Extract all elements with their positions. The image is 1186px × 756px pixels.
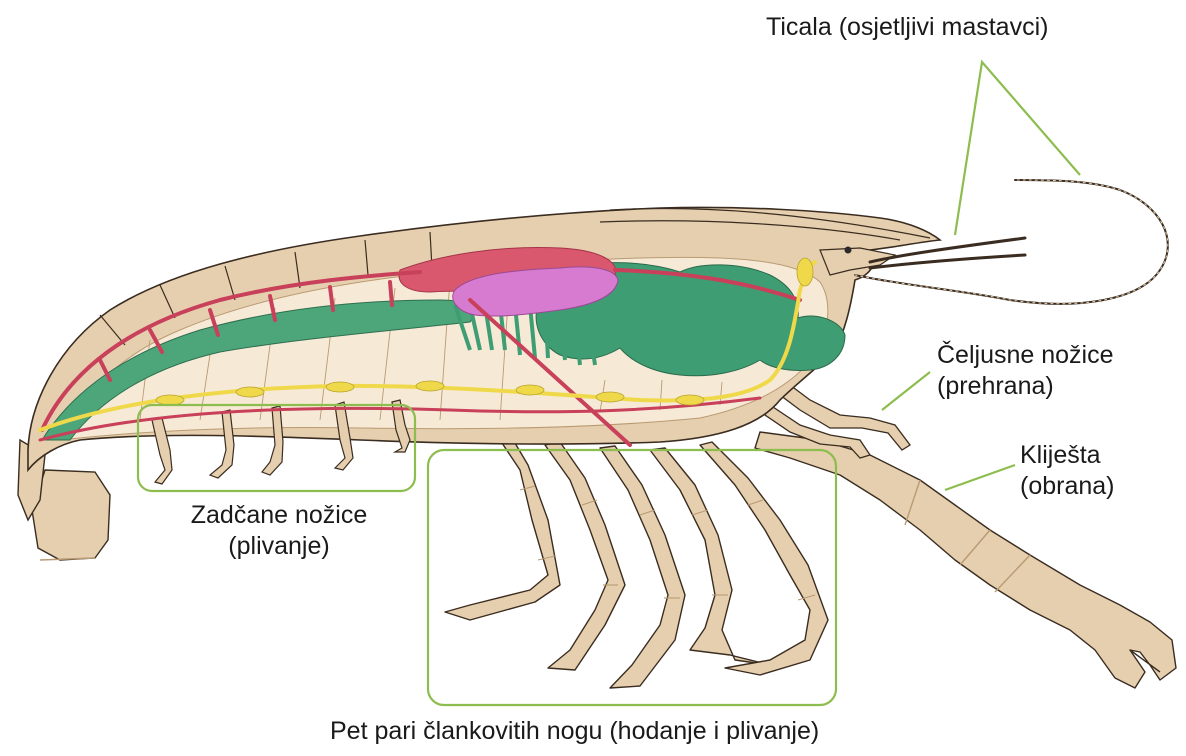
label-antennae-text: Ticala (osjetljivi mastavci): [766, 12, 1048, 43]
antennae-pointer: [955, 62, 1080, 235]
label-walking-legs: Pet pari člankovitih nogu (hodanje i pli…: [330, 716, 819, 747]
label-maxillipeds-line1: Čeljusne nožice: [937, 340, 1114, 371]
maxilliped-pointer: [882, 372, 930, 410]
label-antennae: Ticala (osjetljivi mastavci): [766, 12, 1048, 43]
label-maxillipeds-line2: (prehrana): [937, 371, 1114, 402]
label-claws-line1: Kliješta: [1020, 440, 1115, 471]
label-claws: Kliješta (obrana): [1020, 440, 1115, 502]
label-swimmerets-line2: (plivanje): [172, 531, 386, 562]
label-maxillipeds: Čeljusne nožice (prehrana): [937, 340, 1114, 402]
label-walking-legs-text: Pet pari člankovitih nogu (hodanje i pli…: [330, 716, 819, 747]
label-claws-line2: (obrana): [1020, 471, 1115, 502]
walking-legs: [445, 438, 828, 688]
label-swimmerets: Zadčane nožice (plivanje): [172, 500, 386, 562]
claws-pointer: [945, 465, 1015, 490]
label-swimmerets-line1: Zadčane nožice: [172, 500, 386, 531]
